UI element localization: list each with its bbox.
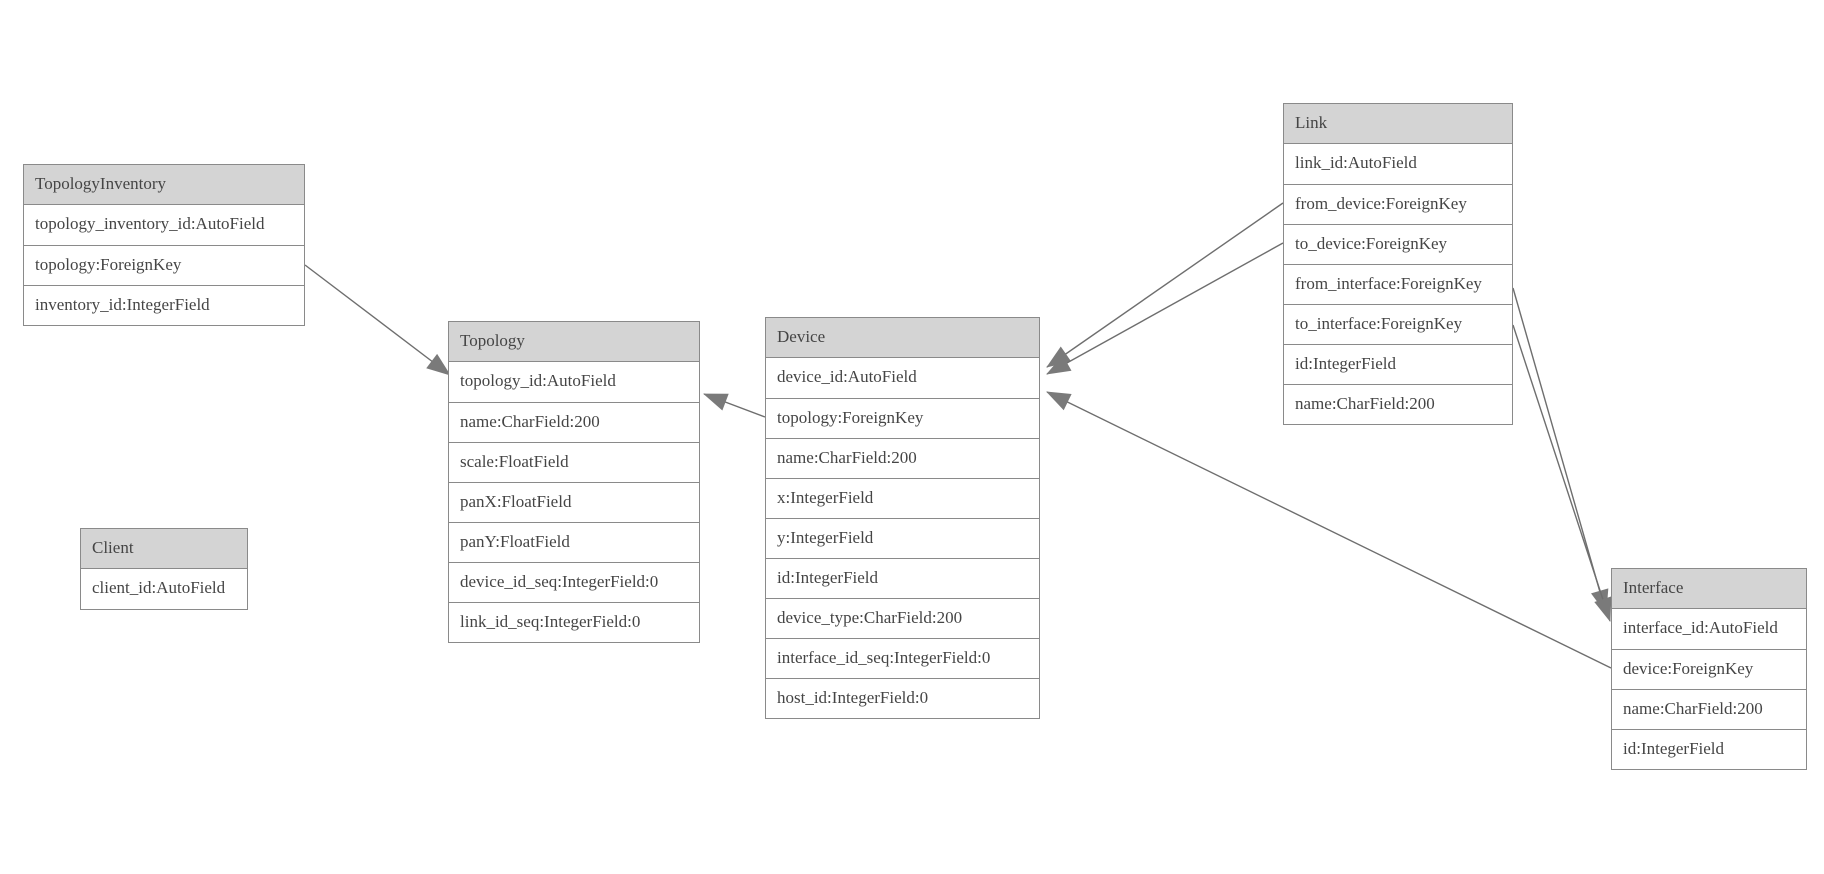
field-row: to_device:ForeignKey <box>1284 224 1512 264</box>
field-row: panY:FloatField <box>449 522 699 562</box>
relation-link-from_interface-to-interface-interface_id <box>1512 287 1609 614</box>
field-row: topology_inventory_id:AutoField <box>24 205 304 245</box>
relation-link-from_device-to-device-device_id <box>1046 202 1284 368</box>
field-row: name:CharField:200 <box>766 438 1039 478</box>
field-row: from_device:ForeignKey <box>1284 184 1512 224</box>
field-row: link_id:AutoField <box>1284 144 1512 184</box>
field-row: device_id:AutoField <box>766 358 1039 398</box>
table-title-interface: Interface <box>1612 569 1806 609</box>
field-row: scale:FloatField <box>449 442 699 482</box>
field-row: host_id:IntegerField:0 <box>766 678 1039 718</box>
field-row: topology:ForeignKey <box>24 245 304 285</box>
table-title-device: Device <box>766 318 1039 358</box>
field-row: topology_id:AutoField <box>449 362 699 402</box>
field-row: id:IntegerField <box>1612 729 1806 769</box>
field-row: link_id_seq:IntegerField:0 <box>449 602 699 642</box>
field-row: interface_id:AutoField <box>1612 609 1806 649</box>
field-row: x:IntegerField <box>766 478 1039 518</box>
field-row: name:CharField:200 <box>1612 689 1806 729</box>
relation-device-topology-to-topology-topology_id <box>703 393 766 418</box>
field-row: topology:ForeignKey <box>766 398 1039 438</box>
relation-interface-device-to-device-device_id <box>1046 391 1612 669</box>
field-row: y:IntegerField <box>766 518 1039 558</box>
field-row: inventory_id:IntegerField <box>24 285 304 325</box>
field-row: device_type:CharField:200 <box>766 598 1039 638</box>
field-row: from_interface:ForeignKey <box>1284 264 1512 304</box>
field-row: name:CharField:200 <box>1284 384 1512 424</box>
field-row: id:IntegerField <box>766 558 1039 598</box>
table-title-client: Client <box>81 529 247 569</box>
table-title-link: Link <box>1284 104 1512 144</box>
field-row: to_interface:ForeignKey <box>1284 304 1512 344</box>
field-row: client_id:AutoField <box>81 569 247 609</box>
relation-link-to_device-to-device-device_id <box>1046 242 1284 375</box>
field-row: device:ForeignKey <box>1612 649 1806 689</box>
relation-topologyinventory-topology-to-topology-topology_id <box>304 264 451 376</box>
relation-link-to_interface-to-interface-interface_id <box>1512 324 1612 622</box>
field-row: panX:FloatField <box>449 482 699 522</box>
table-title-topology-inventory: TopologyInventory <box>24 165 304 205</box>
field-row: device_id_seq:IntegerField:0 <box>449 562 699 602</box>
table-title-topology: Topology <box>449 322 699 362</box>
field-row: id:IntegerField <box>1284 344 1512 384</box>
field-row: name:CharField:200 <box>449 402 699 442</box>
field-row: interface_id_seq:IntegerField:0 <box>766 638 1039 678</box>
